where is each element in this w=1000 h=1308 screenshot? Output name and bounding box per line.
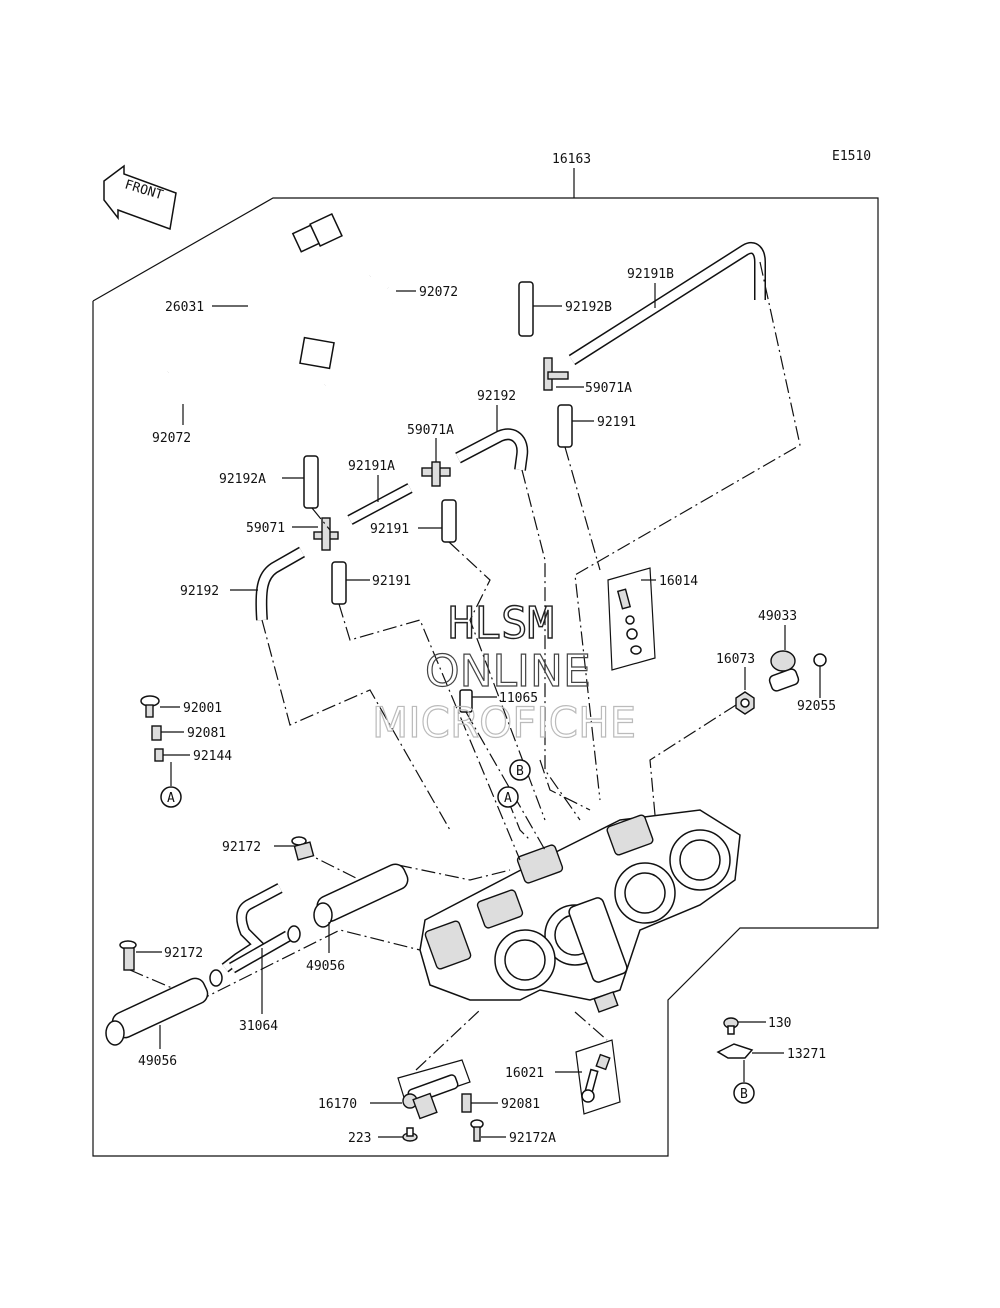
- callout-16014: 16014: [659, 574, 698, 589]
- delivery-pipe-left: [105, 977, 209, 1046]
- tee-fitting-59071A-top: [543, 357, 569, 391]
- callout-59071: 59071: [246, 521, 285, 536]
- svg-text:B: B: [740, 1087, 748, 1102]
- callout-130: 130: [768, 1016, 791, 1031]
- callout-92144: 92144: [193, 749, 232, 764]
- assembly-frame: [92, 197, 879, 1157]
- spring-92081-bottom: [461, 1093, 472, 1113]
- fuel-pipe-31064: [209, 883, 301, 987]
- callout-92192-low: 92192: [180, 584, 219, 599]
- bolt-92172-left: [119, 940, 137, 971]
- screw-92001: [140, 695, 160, 718]
- callout-92191-low: 92191: [372, 574, 411, 589]
- hose-92191-low: [331, 561, 347, 605]
- clamp-left: [164, 371, 199, 404]
- callout-92172-top: 92172: [222, 840, 261, 855]
- tee-fitting-59071A-mid: [421, 461, 451, 487]
- bracket-13271: [716, 1043, 754, 1059]
- callout-49056-right: 49056: [306, 959, 345, 974]
- callout-26031: 26031: [165, 300, 204, 315]
- svg-text:ONLINE: ONLINE: [425, 646, 591, 697]
- svg-text:MICROFICHE: MICROFICHE: [372, 698, 636, 747]
- ref-marker-a-left: A: [160, 786, 182, 808]
- callout-59071A-top: 59071A: [585, 381, 632, 396]
- callout-92001: 92001: [183, 701, 222, 716]
- hose-92191A: [347, 483, 413, 525]
- callout-92072-left: 92072: [152, 431, 191, 446]
- hose-92192-low: [255, 546, 305, 621]
- spring-92081-left: [151, 725, 162, 741]
- throttle-body-assembly: [419, 809, 741, 1013]
- kit-box-16021: [575, 1039, 621, 1115]
- delivery-pipe-right: [313, 863, 409, 928]
- o-ring-92055: [813, 653, 827, 667]
- screw-223: [402, 1127, 418, 1142]
- callout-92055: 92055: [797, 699, 836, 714]
- svg-text:A: A: [504, 791, 512, 806]
- kit-box-16014: [607, 567, 656, 671]
- callout-92081-bottom: 92081: [501, 1097, 540, 1112]
- svg-text:A: A: [167, 791, 175, 806]
- ref-marker-b-right: B: [733, 1082, 755, 1104]
- wiring-harness: [247, 213, 343, 406]
- callout-92191B: 92191B: [627, 267, 674, 282]
- diagram-code: E1510: [832, 149, 871, 164]
- sensor-kit-16014: [616, 588, 642, 655]
- cross-fitting-59071: [313, 517, 339, 551]
- hose-92192B: [518, 281, 534, 337]
- callout-16170: 16170: [318, 1097, 357, 1112]
- hose-92191-top: [557, 404, 573, 448]
- callout-16073: 16073: [716, 652, 755, 667]
- callout-92192A: 92192A: [219, 472, 266, 487]
- callout-49056-left: 49056: [138, 1054, 177, 1069]
- kit-box-16170: [397, 1059, 471, 1105]
- hose-92191B: [568, 242, 766, 366]
- watermark: HLSM ONLINE MICROFICHE: [371, 597, 636, 747]
- hose-92191-mid: [441, 499, 457, 543]
- callout-92191-top: 92191: [597, 415, 636, 430]
- callout-11065: 11065: [499, 691, 538, 706]
- callout-92072-top: 92072: [419, 285, 458, 300]
- bolt-92172-top: [291, 836, 315, 861]
- callout-92172A: 92172A: [509, 1131, 556, 1146]
- callout-49033: 49033: [758, 609, 797, 624]
- callout-92191-mid: 92191: [370, 522, 409, 537]
- screw-kit-16021: [581, 1053, 611, 1103]
- callout-92192B: 92192B: [565, 300, 612, 315]
- assembly-guides: [129, 261, 801, 1071]
- ref-marker-b-mid: B: [509, 759, 531, 781]
- callout-31064: 31064: [239, 1019, 278, 1034]
- callout-16021: 16021: [505, 1066, 544, 1081]
- hose-92192A: [303, 455, 319, 509]
- actuator-16170: [402, 1074, 459, 1120]
- callout-16163: 16163: [552, 152, 591, 167]
- sensor-49033: [768, 650, 800, 692]
- callout-92081-left: 92081: [187, 726, 226, 741]
- spring-92144: [154, 748, 164, 762]
- callout-92192-mid: 92192: [477, 389, 516, 404]
- svg-text:HLSM: HLSM: [448, 598, 554, 649]
- clamp-top: [365, 275, 397, 306]
- hose-92192-mid: [455, 428, 529, 471]
- bolt-92172A: [470, 1119, 484, 1142]
- ref-marker-a-mid: A: [497, 786, 519, 808]
- front-arrow-icon: FRONT: [103, 164, 177, 231]
- callout-13271: 13271: [787, 1047, 826, 1062]
- callout-92172-left: 92172: [164, 946, 203, 961]
- svg-text:B: B: [516, 764, 524, 779]
- nut-16073: [735, 691, 755, 715]
- callout-92191A: 92191A: [348, 459, 395, 474]
- bolt-130: [723, 1017, 739, 1035]
- callout-59071A-mid: 59071A: [407, 423, 454, 438]
- callout-223: 223: [348, 1131, 371, 1146]
